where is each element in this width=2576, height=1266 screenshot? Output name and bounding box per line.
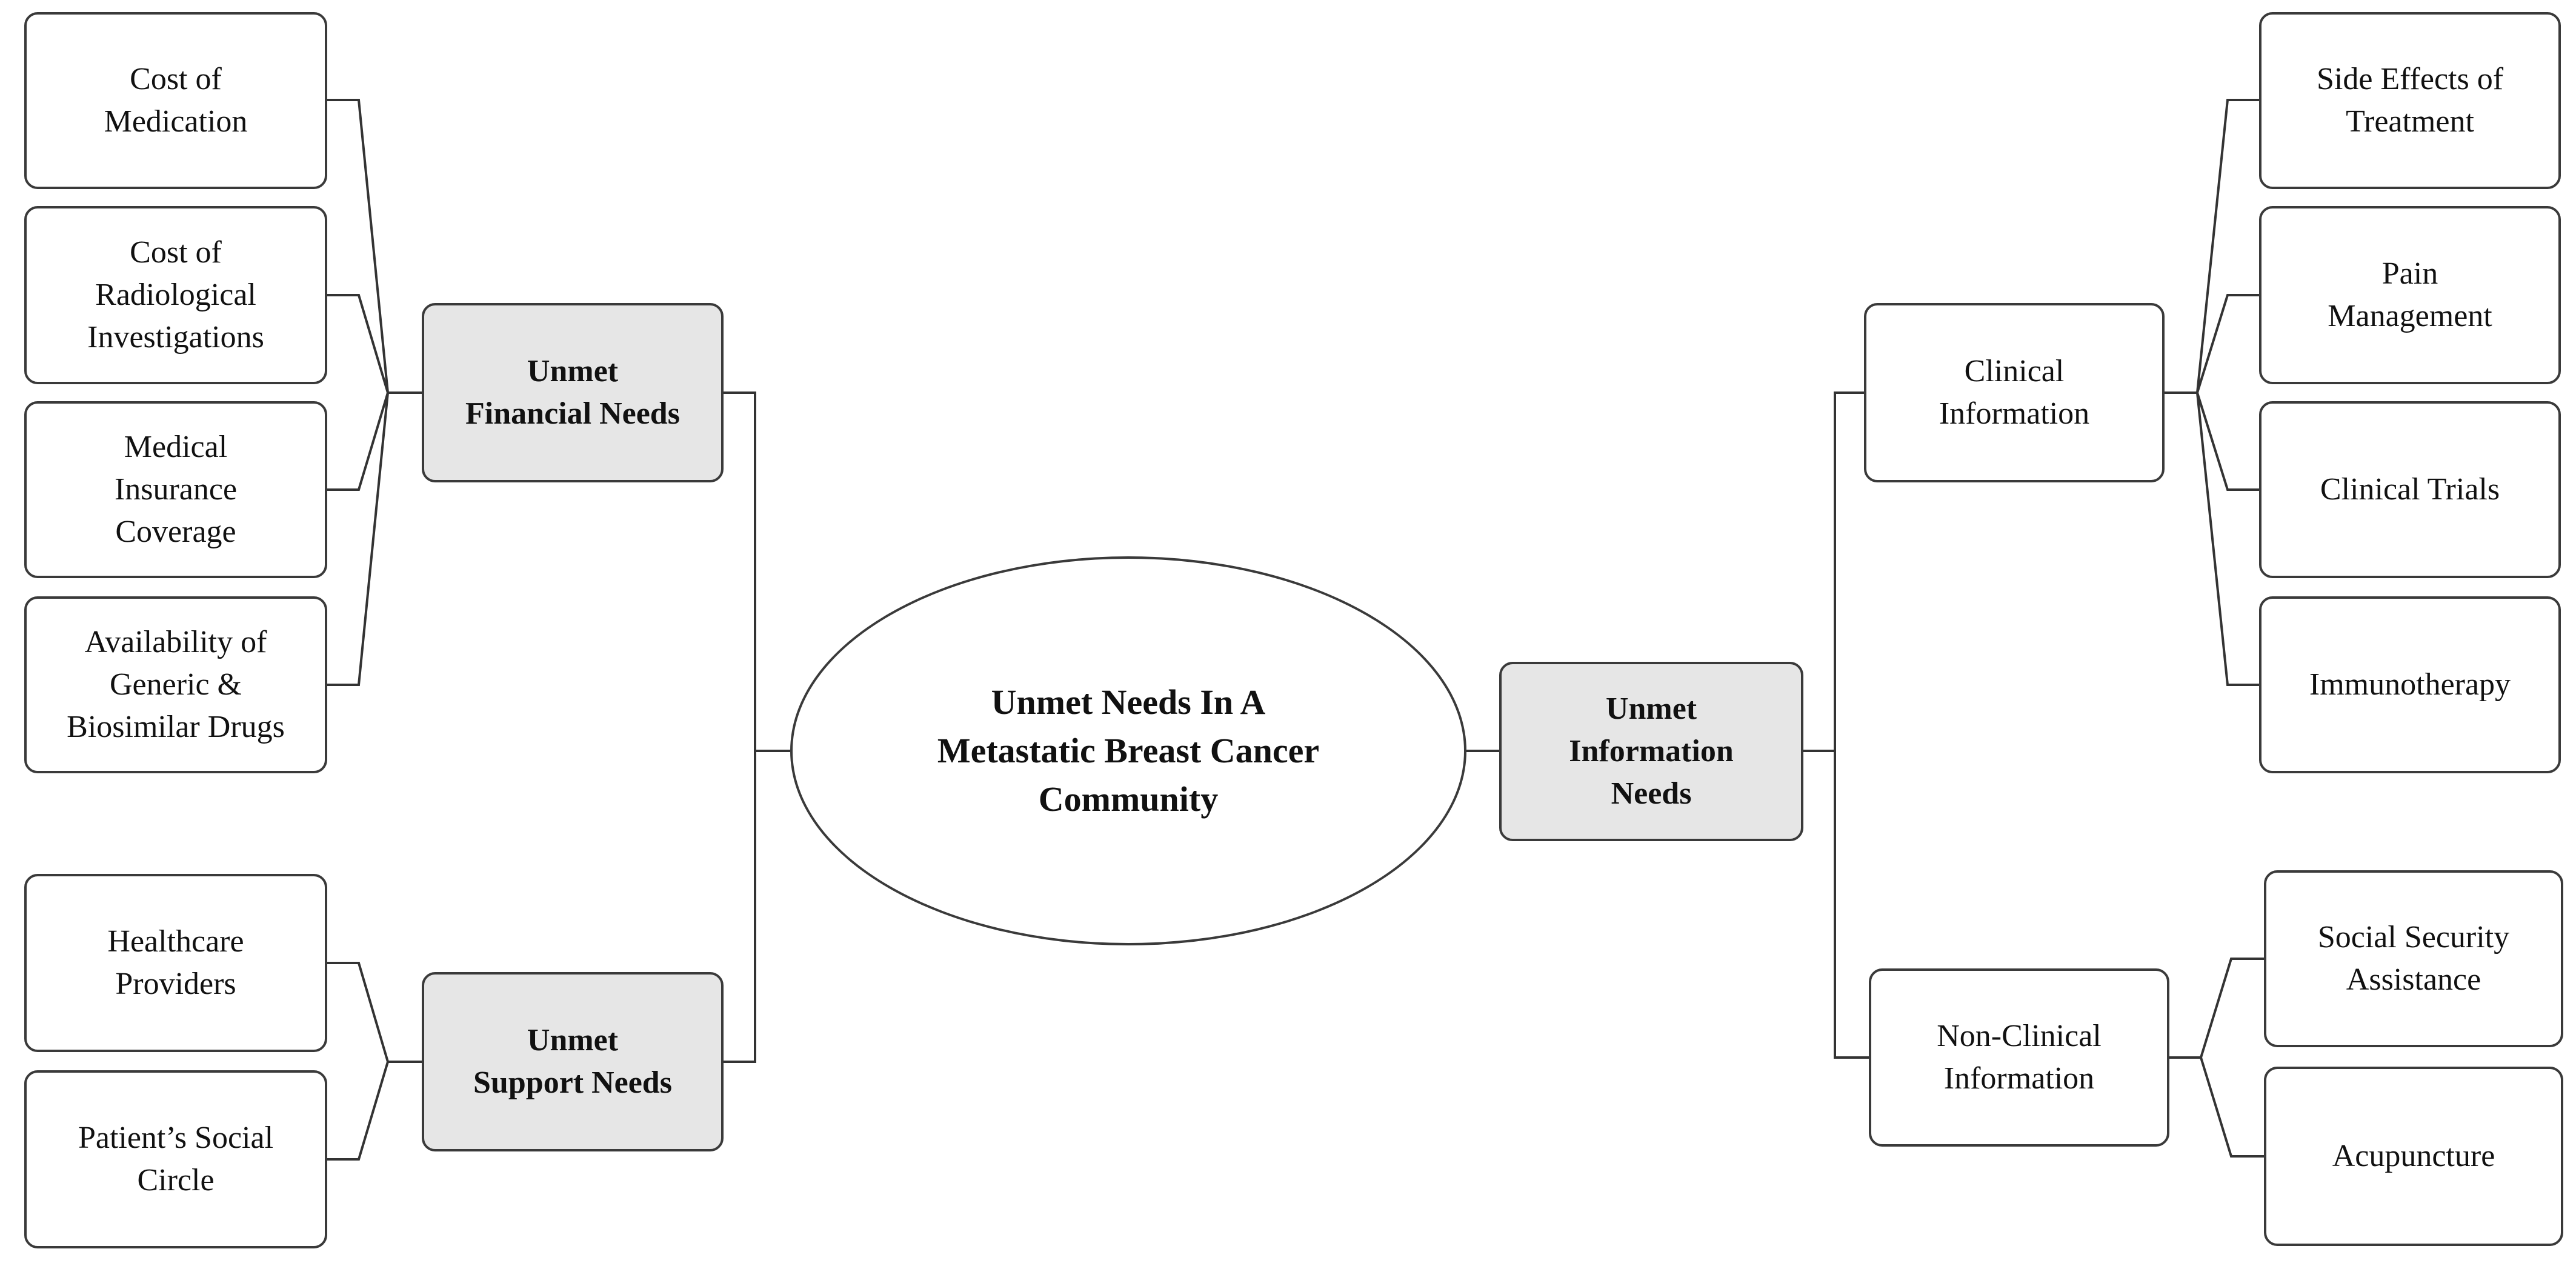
node-cost-of-radiological-investigations: Cost of Radiological Investigations xyxy=(24,206,327,384)
connector-nonclinical-acupuncture xyxy=(2169,1056,2264,1158)
connector-financial-center xyxy=(724,391,790,752)
connector-information-clinical xyxy=(1803,391,1864,752)
connector-nonclinical-social-security xyxy=(2169,958,2264,1059)
node-availability-of-generic-drugs: Availability of Generic & Biosimilar Dru… xyxy=(24,596,327,773)
node-clinical-trials: Clinical Trials xyxy=(2259,401,2561,578)
node-social-security-assistance: Social Security Assistance xyxy=(2264,870,2563,1047)
connector-financial-generics xyxy=(327,391,422,686)
node-cost-of-medication: Cost of Medication xyxy=(24,12,327,189)
subhub-clinical-information: Clinical Information xyxy=(1864,303,2165,482)
connector-financial-radiology xyxy=(327,294,422,394)
hub-unmet-financial-needs: Unmet Financial Needs xyxy=(422,303,724,482)
connector-support-providers xyxy=(327,962,422,1063)
node-acupuncture: Acupuncture xyxy=(2264,1067,2563,1246)
hub-unmet-support-needs: Unmet Support Needs xyxy=(422,972,724,1151)
connector-information-nonclinical xyxy=(1803,750,1869,1059)
node-healthcare-providers: Healthcare Providers xyxy=(24,874,327,1052)
center-topic: Unmet Needs In A Metastatic Breast Cance… xyxy=(790,556,1466,945)
hub-unmet-information-needs: Unmet Information Needs xyxy=(1499,662,1803,841)
node-pain-management: Pain Management xyxy=(2259,206,2561,384)
connector-clinical-immuno xyxy=(2165,391,2259,686)
connector-clinical-trials xyxy=(2165,391,2259,491)
connector-support-center xyxy=(724,750,790,1063)
connector-clinical-pain xyxy=(2165,294,2259,394)
subhub-non-clinical-information: Non-Clinical Information xyxy=(1869,968,2169,1147)
connector-financial-insurance xyxy=(327,391,422,491)
node-patients-social-circle: Patient’s Social Circle xyxy=(24,1070,327,1248)
node-medical-insurance-coverage: Medical Insurance Coverage xyxy=(24,401,327,578)
node-side-effects-of-treatment: Side Effects of Treatment xyxy=(2259,12,2561,189)
node-immunotherapy: Immunotherapy xyxy=(2259,596,2561,773)
connector-support-circle xyxy=(327,1061,422,1161)
